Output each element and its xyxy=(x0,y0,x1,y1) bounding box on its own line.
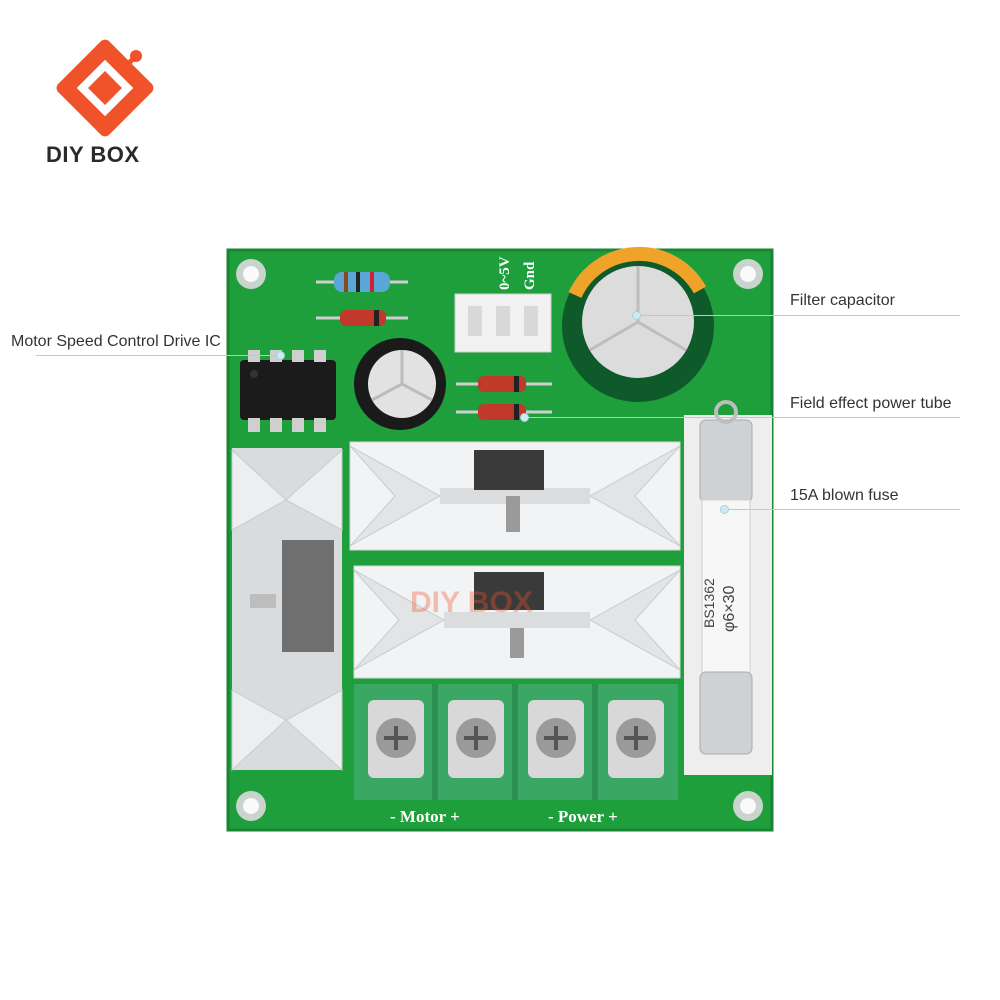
diode-icon xyxy=(456,404,552,420)
motor-terminal-label: - Motor + xyxy=(390,807,460,826)
fet-heatsink-upper-icon xyxy=(349,441,681,551)
mounting-hole-icon xyxy=(236,259,266,289)
terminal-block-icon xyxy=(354,684,678,800)
terminal-screw-icon xyxy=(368,700,424,778)
filter-capacitor-icon xyxy=(562,246,714,402)
diode-icon xyxy=(316,310,408,326)
input-connector-icon xyxy=(454,293,552,353)
fuse-code-label: BS1362 xyxy=(701,578,717,628)
terminal-screw-icon xyxy=(528,700,584,778)
fuse-marker xyxy=(720,505,729,514)
small-capacitor-icon xyxy=(354,338,446,430)
fet-marker xyxy=(520,413,529,422)
fuse-leader-line xyxy=(724,509,960,510)
fet-heatsink-lower-icon xyxy=(353,565,681,679)
drive-ic-callout: Motor Speed Control Drive IC xyxy=(11,333,221,350)
fuse-size-label: φ6×30 xyxy=(721,585,738,632)
left-heatsink-icon xyxy=(231,448,343,772)
drive-ic-chip-icon xyxy=(240,350,336,432)
drive-ic-leader-line xyxy=(36,355,280,356)
fet-leader-line xyxy=(524,417,960,418)
brand-name: DIY BOX xyxy=(46,142,140,167)
mounting-hole-icon xyxy=(733,259,763,289)
mounting-hole-icon xyxy=(733,791,763,821)
watermark-text: DIY BOX xyxy=(410,586,533,619)
resistor-icon xyxy=(316,272,408,292)
gnd-label: Gnd xyxy=(522,261,538,290)
filter-capacitor-marker xyxy=(632,311,641,320)
terminal-screw-icon xyxy=(608,700,664,778)
filter-capacitor-callout: Filter capacitor xyxy=(790,292,895,309)
terminal-screw-icon xyxy=(448,700,504,778)
fet-callout: Field effect power tube xyxy=(790,395,952,412)
mounting-hole-icon xyxy=(236,791,266,821)
input-voltage-label: 0~5V xyxy=(497,256,513,290)
fuse-callout: 15A blown fuse xyxy=(790,487,899,504)
drive-ic-marker xyxy=(276,351,285,360)
filter-capacitor-leader-line xyxy=(636,315,960,316)
diode-icon xyxy=(456,376,552,392)
power-terminal-label: - Power + xyxy=(548,807,618,826)
fuse-icon xyxy=(684,400,772,775)
diy-box-logo-icon xyxy=(56,39,154,137)
